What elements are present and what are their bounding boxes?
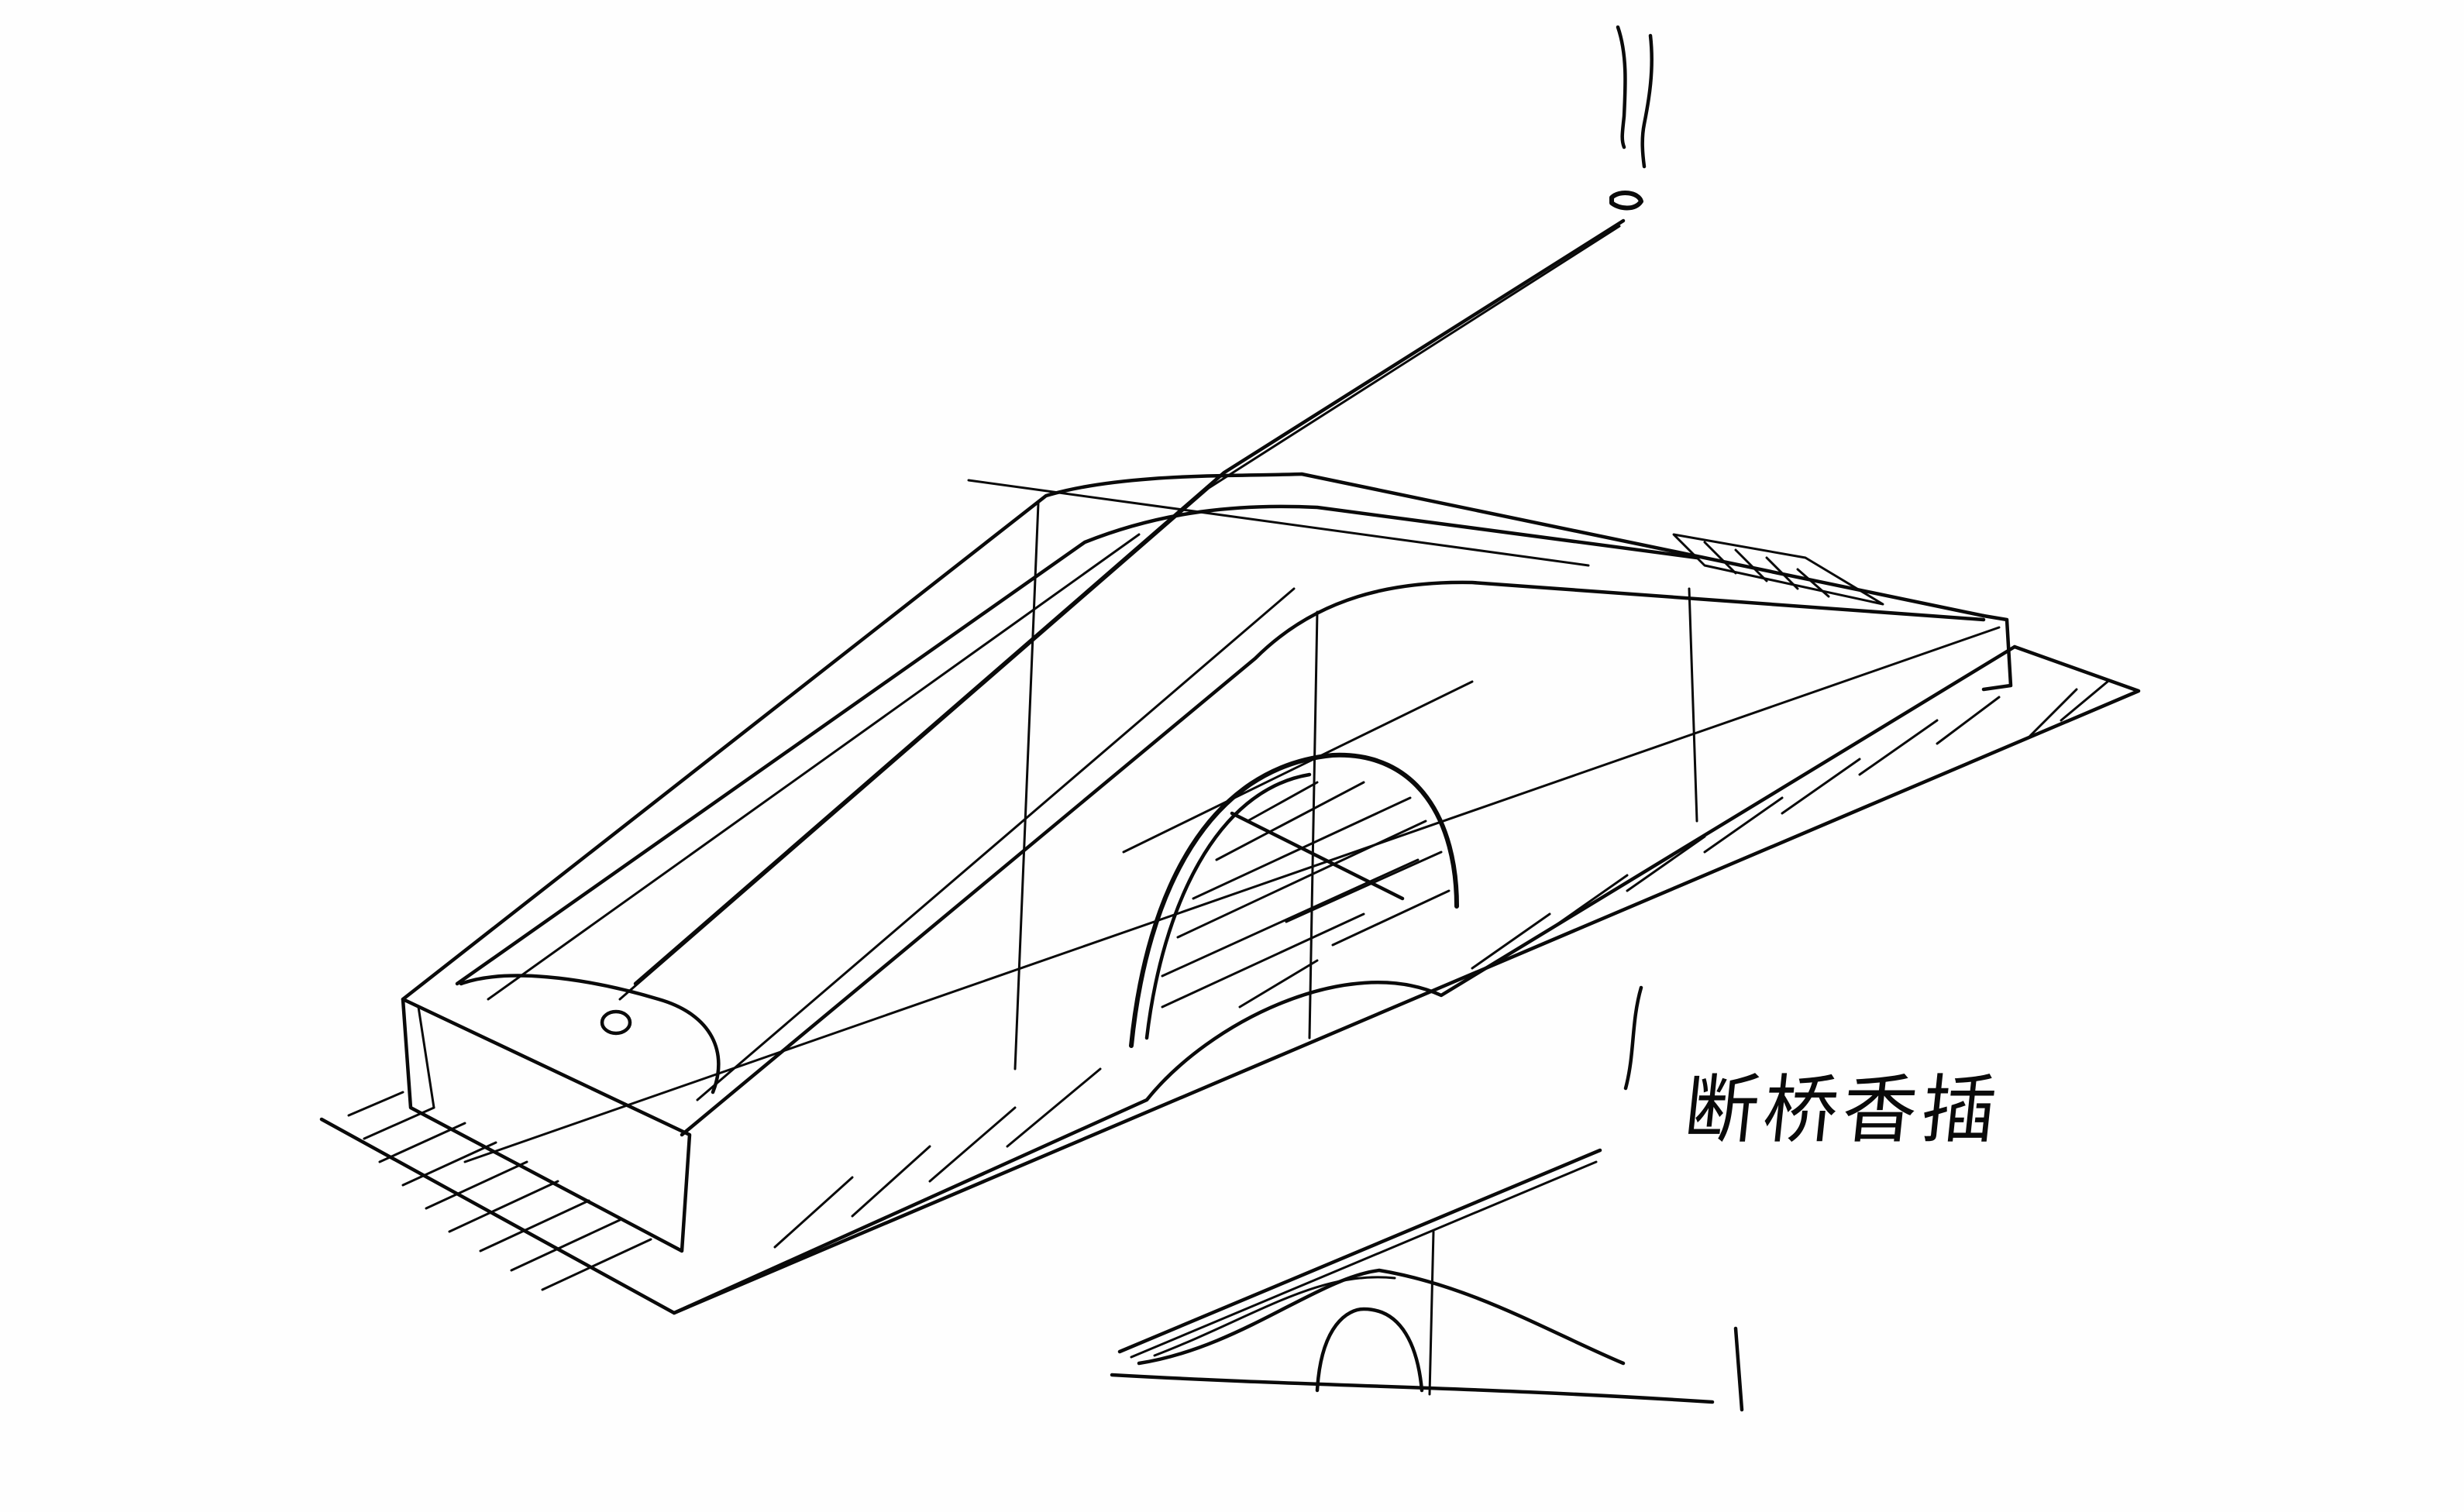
ground-shadow (319, 644, 2141, 1315)
sketch-title-label: 断桥香插 (1680, 1067, 2005, 1153)
arch-opening (1129, 752, 1459, 1048)
incense-stick-icon (618, 191, 1643, 1001)
main-isometric-view (401, 472, 2013, 1253)
pen-mark-icon (1623, 985, 1643, 1091)
smoke-wisps-icon (1616, 25, 1654, 169)
side-elevation-view (1110, 1148, 1744, 1412)
